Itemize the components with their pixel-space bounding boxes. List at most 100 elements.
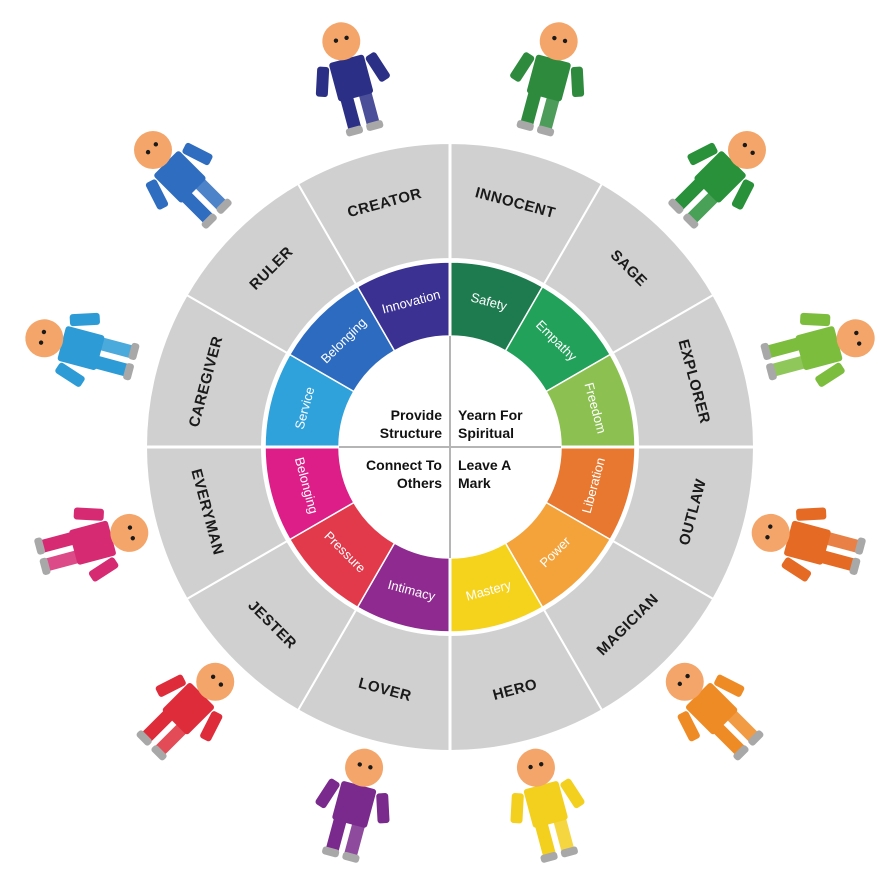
- figure-arm: [560, 778, 585, 809]
- quadrant-bottom-right-line2: Mark: [458, 475, 491, 491]
- figure-arm: [69, 312, 100, 327]
- figure-head: [516, 748, 555, 787]
- figure-body: [686, 683, 738, 735]
- figure-eye: [539, 762, 544, 767]
- figure-leg: [823, 531, 860, 553]
- figure-leg: [344, 820, 366, 857]
- quadrant-top-left-line1: Provide: [391, 407, 443, 423]
- figures-layer: [25, 22, 875, 863]
- quadrant-top-right-line1: Yearn For: [458, 407, 523, 423]
- figure-head: [110, 513, 149, 552]
- figure-shoe: [849, 557, 861, 575]
- figure-eye: [856, 341, 862, 346]
- figure-eye: [153, 142, 159, 147]
- figure-body: [784, 520, 831, 565]
- figure-eye: [765, 535, 770, 540]
- figure-arm: [315, 778, 340, 809]
- figure-arm: [687, 142, 718, 166]
- figure-leg: [673, 176, 707, 211]
- figure-explorer: [760, 312, 875, 387]
- figure-caregiver: [25, 312, 140, 387]
- figure-head: [322, 22, 361, 61]
- figure-eye: [41, 329, 47, 335]
- figure-leg: [766, 336, 803, 359]
- figure-shoe: [733, 745, 749, 761]
- figure-arm: [510, 52, 535, 82]
- figure-shoe: [322, 846, 340, 858]
- figure-leg: [155, 722, 189, 756]
- figure-shoe: [151, 745, 167, 761]
- figure-body: [795, 326, 843, 371]
- figure-shoe: [854, 537, 866, 555]
- figure-leg: [711, 722, 745, 756]
- figure-body: [57, 326, 105, 371]
- figure-shoe: [766, 363, 777, 381]
- figure-arm: [570, 66, 585, 97]
- figure-leg: [358, 89, 380, 126]
- figure-arm: [781, 557, 812, 582]
- figure-arm: [182, 142, 213, 166]
- figure-leg: [141, 708, 175, 742]
- figure-arm: [145, 179, 169, 210]
- figure-jester: [136, 662, 235, 761]
- figure-body: [523, 781, 568, 828]
- figure-body: [526, 54, 571, 102]
- figure-leg: [725, 708, 759, 742]
- figure-eye: [145, 149, 151, 155]
- figure-shoe: [128, 342, 140, 361]
- figure-sage: [668, 131, 766, 229]
- figure-head: [539, 22, 578, 61]
- figure-body: [332, 781, 377, 828]
- figure-body: [329, 54, 374, 102]
- figure-head: [665, 662, 704, 701]
- figure-lover: [315, 748, 390, 863]
- figure-leg: [520, 89, 542, 126]
- figure-leg: [771, 355, 808, 377]
- figure-body: [162, 683, 214, 735]
- figure-arm: [55, 362, 85, 387]
- figure-magician: [665, 662, 764, 761]
- figure-shoe: [366, 120, 384, 131]
- figure-arm: [714, 674, 745, 697]
- figure-arm: [796, 507, 827, 521]
- figure-shoe: [560, 846, 578, 858]
- figure-body: [69, 520, 116, 565]
- figure-leg: [179, 190, 214, 224]
- figure-arm: [376, 793, 390, 824]
- figure-shoe: [216, 198, 232, 214]
- figure-leg: [92, 355, 129, 377]
- figure-eye: [127, 525, 133, 530]
- figure-shoe: [34, 537, 46, 555]
- figure-ruler: [134, 131, 232, 229]
- figure-eye: [130, 536, 135, 541]
- figure-arm: [315, 66, 330, 97]
- figure-eye: [562, 38, 568, 44]
- figure-arm: [155, 674, 186, 697]
- figure-shoe: [748, 730, 764, 746]
- figure-head: [345, 748, 384, 787]
- figure-shoe: [540, 851, 558, 863]
- figure-eye: [38, 340, 44, 345]
- figure-shoe: [201, 213, 217, 229]
- figure-leg: [534, 820, 556, 857]
- quadrant-bottom-left-line1: Connect To: [366, 457, 442, 473]
- figure-shoe: [123, 363, 134, 381]
- figure-arm: [815, 362, 845, 387]
- figure-arm: [365, 52, 390, 82]
- figure-eye: [854, 330, 859, 336]
- figure-eye: [742, 142, 748, 148]
- figure-eye: [210, 674, 216, 680]
- figure-shoe: [668, 198, 684, 214]
- figure-outlaw: [751, 507, 866, 582]
- figure-leg: [97, 336, 134, 359]
- figure-leg: [325, 815, 348, 852]
- figure-shoe: [39, 557, 51, 575]
- figure-eye: [685, 673, 690, 679]
- figure-shoe: [683, 213, 699, 229]
- quadrant-top-right-line2: Spiritual: [458, 425, 514, 441]
- figure-head: [751, 513, 790, 552]
- figure-arm: [73, 507, 104, 521]
- figure-body: [694, 151, 746, 203]
- figure-eye: [368, 765, 373, 770]
- figure-eye: [344, 35, 349, 41]
